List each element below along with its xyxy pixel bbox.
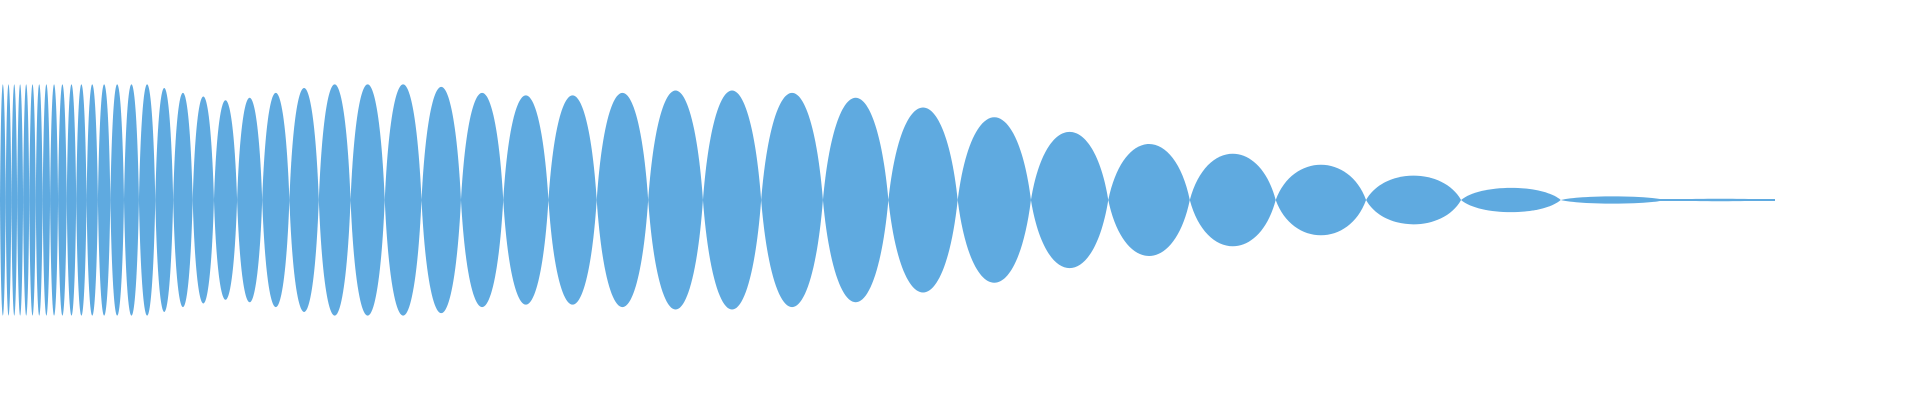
waveform-lobe bbox=[66, 84, 77, 316]
waveform-lobe bbox=[503, 95, 549, 305]
waveform-lobe bbox=[76, 84, 87, 316]
waveform-lobe bbox=[17, 84, 24, 316]
waveform-lobe bbox=[384, 84, 422, 316]
waveform-lobe bbox=[702, 90, 762, 310]
waveform-lobe bbox=[1366, 175, 1462, 225]
waveform-lobe bbox=[155, 88, 174, 312]
waveform-lobe bbox=[596, 92, 649, 308]
waveform-lobe bbox=[173, 92, 193, 308]
waveform-lobe bbox=[50, 84, 59, 316]
waveform-lobe bbox=[761, 92, 823, 308]
waveform-lobe bbox=[318, 84, 351, 316]
waveform-lobe bbox=[11, 84, 18, 316]
waveform-lobe bbox=[192, 96, 214, 304]
waveform-lobe bbox=[110, 84, 124, 316]
waveform-lobe bbox=[1108, 144, 1190, 256]
waveform-lobe bbox=[648, 90, 703, 310]
waveform-lobe bbox=[213, 100, 238, 300]
waveform-lobe bbox=[58, 84, 67, 316]
waveform-lobe bbox=[350, 84, 385, 316]
waveform-lobe bbox=[5, 84, 12, 316]
waveform-lobe bbox=[1560, 196, 1666, 204]
waveform-lobe bbox=[1275, 164, 1367, 236]
waveform-lobe bbox=[289, 88, 319, 312]
waveform-lobe bbox=[460, 92, 504, 308]
waveform-lobe bbox=[86, 84, 98, 316]
waveform-lobe bbox=[822, 97, 889, 303]
waveform-lobe bbox=[29, 84, 36, 316]
waveform-lobe bbox=[35, 84, 43, 316]
waveform-lobe bbox=[42, 84, 51, 316]
waveform-lobe bbox=[957, 117, 1031, 283]
waveform-lobe bbox=[123, 84, 139, 316]
waveform-lobe bbox=[138, 84, 156, 316]
waveform-lobe bbox=[888, 107, 958, 293]
waveform-lobe bbox=[0, 84, 6, 316]
waveform-lobe bbox=[421, 86, 461, 314]
waveform-lobe bbox=[97, 84, 111, 316]
waveform-tail bbox=[1655, 199, 1775, 201]
waveform-lobe bbox=[262, 92, 290, 308]
waveform-lobe bbox=[23, 84, 30, 316]
waveform-lobe bbox=[548, 95, 597, 305]
waveform-lobe bbox=[237, 97, 263, 303]
waveform-lobe bbox=[1461, 187, 1561, 213]
waveform-lobe bbox=[1030, 131, 1109, 269]
waveform-lobe bbox=[1189, 153, 1276, 247]
